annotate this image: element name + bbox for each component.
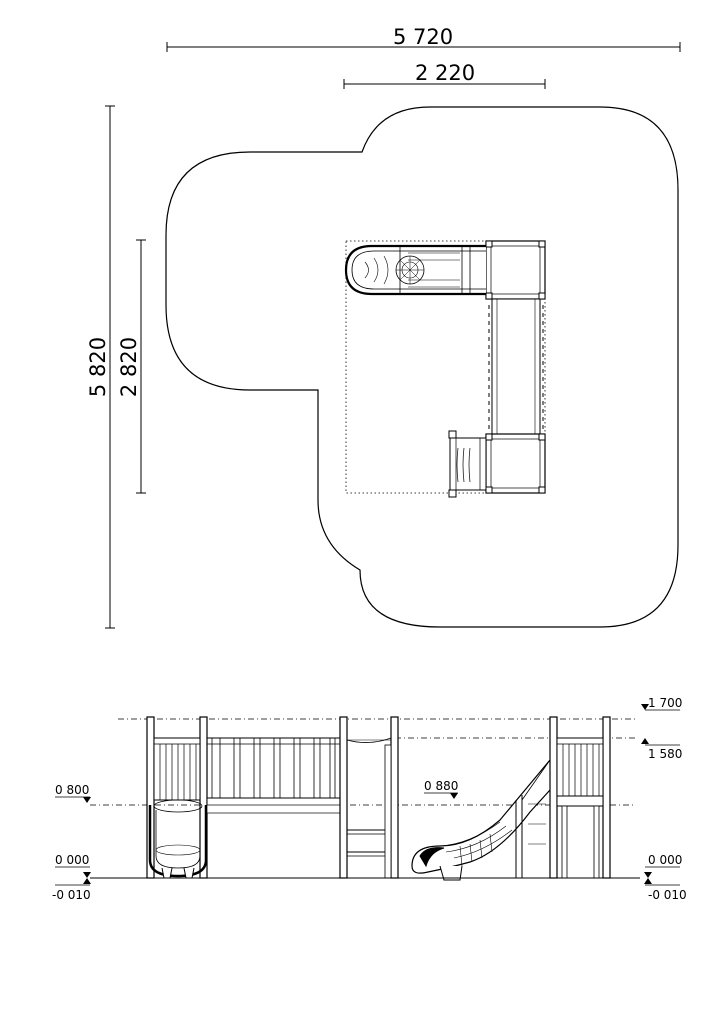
dimension-label-overall-depth: 5 820 bbox=[86, 337, 110, 397]
dimension-label-tower-width: 2 220 bbox=[415, 61, 475, 85]
dimension-overall-depth: 5 820 bbox=[86, 105, 115, 629]
top-tower-plan bbox=[485, 240, 546, 300]
plan-view: 5 720 2 220 5 820 2 820 bbox=[86, 25, 681, 629]
dimension-label-structure-depth: 2 820 bbox=[117, 337, 141, 397]
level-label-left-ground: 0 000 bbox=[55, 853, 89, 867]
level-label-right-below: -0 010 bbox=[648, 888, 687, 902]
dimension-label-overall-width: 5 720 bbox=[393, 25, 453, 49]
level-label-mid-deck: 0 880 bbox=[424, 779, 458, 793]
dimension-overall-width: 5 720 bbox=[166, 25, 681, 52]
level-label-left-deck: 0 800 bbox=[55, 783, 89, 797]
elevation-view: 1 700 1 580 0 800 0 880 0 000 -0 010 bbox=[52, 696, 687, 902]
level-marker-right-ground: 0 000 -0 010 bbox=[644, 853, 687, 902]
level-marker-top-rail: 1 580 bbox=[641, 738, 682, 761]
level-marker-mid-deck: 0 880 bbox=[424, 779, 458, 799]
bottom-tower-plan bbox=[485, 433, 546, 494]
tube-slide-elevation bbox=[148, 799, 208, 879]
open-slide-elevation bbox=[411, 758, 551, 881]
bridge-railing-elevation bbox=[206, 737, 341, 814]
central-tower-elevation bbox=[339, 716, 399, 879]
safety-zone-outline bbox=[165, 106, 679, 628]
tube-slide-plan bbox=[344, 244, 486, 296]
level-label-top-post: 1 700 bbox=[648, 696, 682, 710]
right-tower-elevation bbox=[549, 716, 611, 879]
level-marker-left-ground: 0 000 -0 010 bbox=[52, 853, 91, 902]
level-label-right-ground: 0 000 bbox=[648, 853, 682, 867]
level-marker-left-deck: 0 800 bbox=[55, 783, 91, 803]
ladder-plan bbox=[448, 430, 487, 498]
left-tower-elevation bbox=[146, 716, 208, 879]
structure-footprint bbox=[345, 240, 546, 494]
level-marker-top-post: 1 700 bbox=[641, 696, 682, 711]
level-label-left-below: -0 010 bbox=[52, 888, 91, 902]
dimension-tower-width: 2 220 bbox=[343, 61, 546, 89]
level-label-top-rail: 1 580 bbox=[648, 747, 682, 761]
bridge-plan bbox=[488, 298, 544, 435]
dimension-structure-depth: 2 820 bbox=[117, 239, 146, 494]
